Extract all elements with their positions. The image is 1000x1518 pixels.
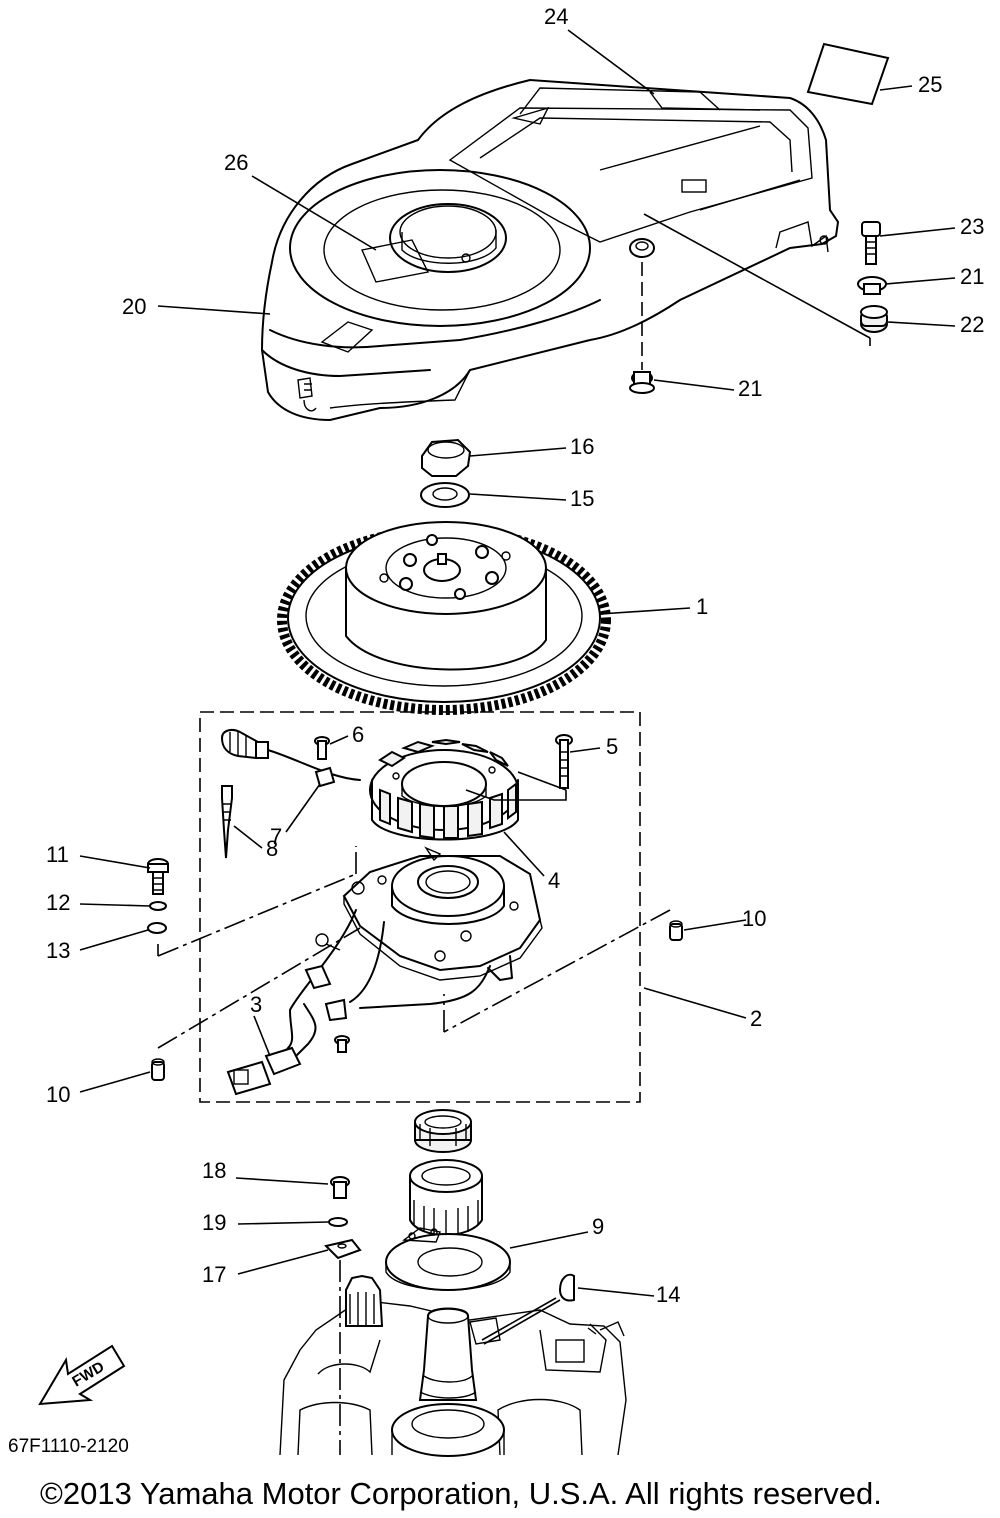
pulser-screw xyxy=(314,736,330,760)
cover-collar xyxy=(857,276,887,295)
stator-base xyxy=(289,846,543,1011)
cover-grommet xyxy=(860,305,888,333)
pulser-coil xyxy=(220,729,361,788)
callout-10: 10 xyxy=(742,906,766,931)
lock-washer xyxy=(149,901,167,911)
cable-tie xyxy=(221,785,233,859)
flywheel-cover xyxy=(260,78,840,422)
callout-19: 19 xyxy=(202,1210,226,1235)
plate-washer xyxy=(328,1217,348,1227)
callout-24: 24 xyxy=(544,4,568,29)
gear-nut xyxy=(414,1109,472,1153)
callout-26: 26 xyxy=(224,150,248,175)
callout-21: 21 xyxy=(960,264,984,289)
cover-bolt xyxy=(861,221,881,265)
plate-screw xyxy=(330,1176,350,1199)
stator-screw xyxy=(555,734,573,789)
callout-4: 4 xyxy=(548,868,560,893)
lock-plate xyxy=(324,1238,362,1260)
woodruff-key xyxy=(558,1273,575,1302)
plain-washer xyxy=(147,922,167,934)
base-bolt xyxy=(147,858,169,895)
callout-16: 16 xyxy=(570,434,594,459)
callout-23: 23 xyxy=(960,214,984,239)
callout-21-lower: 21 xyxy=(738,376,762,401)
stator-coil xyxy=(369,738,519,841)
callout-10-lower: 10 xyxy=(46,1082,70,1107)
callout-1: 1 xyxy=(696,594,708,619)
dowel-pin xyxy=(669,920,683,941)
timing-plate xyxy=(385,1227,511,1291)
engine-block xyxy=(279,1274,627,1457)
callout-7: 7 xyxy=(270,824,282,849)
pulser-harness xyxy=(226,964,350,1096)
callout-2: 2 xyxy=(750,1006,762,1031)
dowel-pin-lower xyxy=(151,1058,165,1081)
callout-8: 8 xyxy=(266,836,278,861)
flywheel-nut xyxy=(421,438,472,477)
diagram-code: 67F1110-2120 xyxy=(8,1436,129,1457)
decal xyxy=(806,42,890,106)
callout-17: 17 xyxy=(202,1262,226,1287)
callout-18: 18 xyxy=(202,1158,226,1183)
callout-25: 25 xyxy=(918,72,942,97)
callout-14: 14 xyxy=(656,1282,680,1307)
callout-3: 3 xyxy=(250,992,262,1017)
fwd-arrow-icon: FWD xyxy=(38,1344,126,1406)
callout-20: 20 xyxy=(122,294,146,319)
callout-12: 12 xyxy=(46,890,70,915)
flywheel-washer xyxy=(420,482,470,508)
callout-22: 22 xyxy=(960,312,984,337)
leader-lines xyxy=(79,29,956,1297)
callout-11: 11 xyxy=(46,842,69,867)
callout-labels: 24 25 26 23 21 22 20 21 16 15 1 6 5 7 8 … xyxy=(46,4,984,1307)
callout-5: 5 xyxy=(606,734,618,759)
callout-9: 9 xyxy=(592,1214,604,1239)
callout-15: 15 xyxy=(570,486,594,511)
base-assembly-outline xyxy=(199,711,641,1103)
callout-6: 6 xyxy=(352,722,364,747)
callout-13: 13 xyxy=(46,938,70,963)
cover-collar-lower xyxy=(629,371,655,394)
drive-gear xyxy=(409,1159,483,1238)
copyright-notice: ©2013 Yamaha Motor Corporation, U.S.A. A… xyxy=(40,1476,882,1511)
flywheel xyxy=(277,521,611,715)
